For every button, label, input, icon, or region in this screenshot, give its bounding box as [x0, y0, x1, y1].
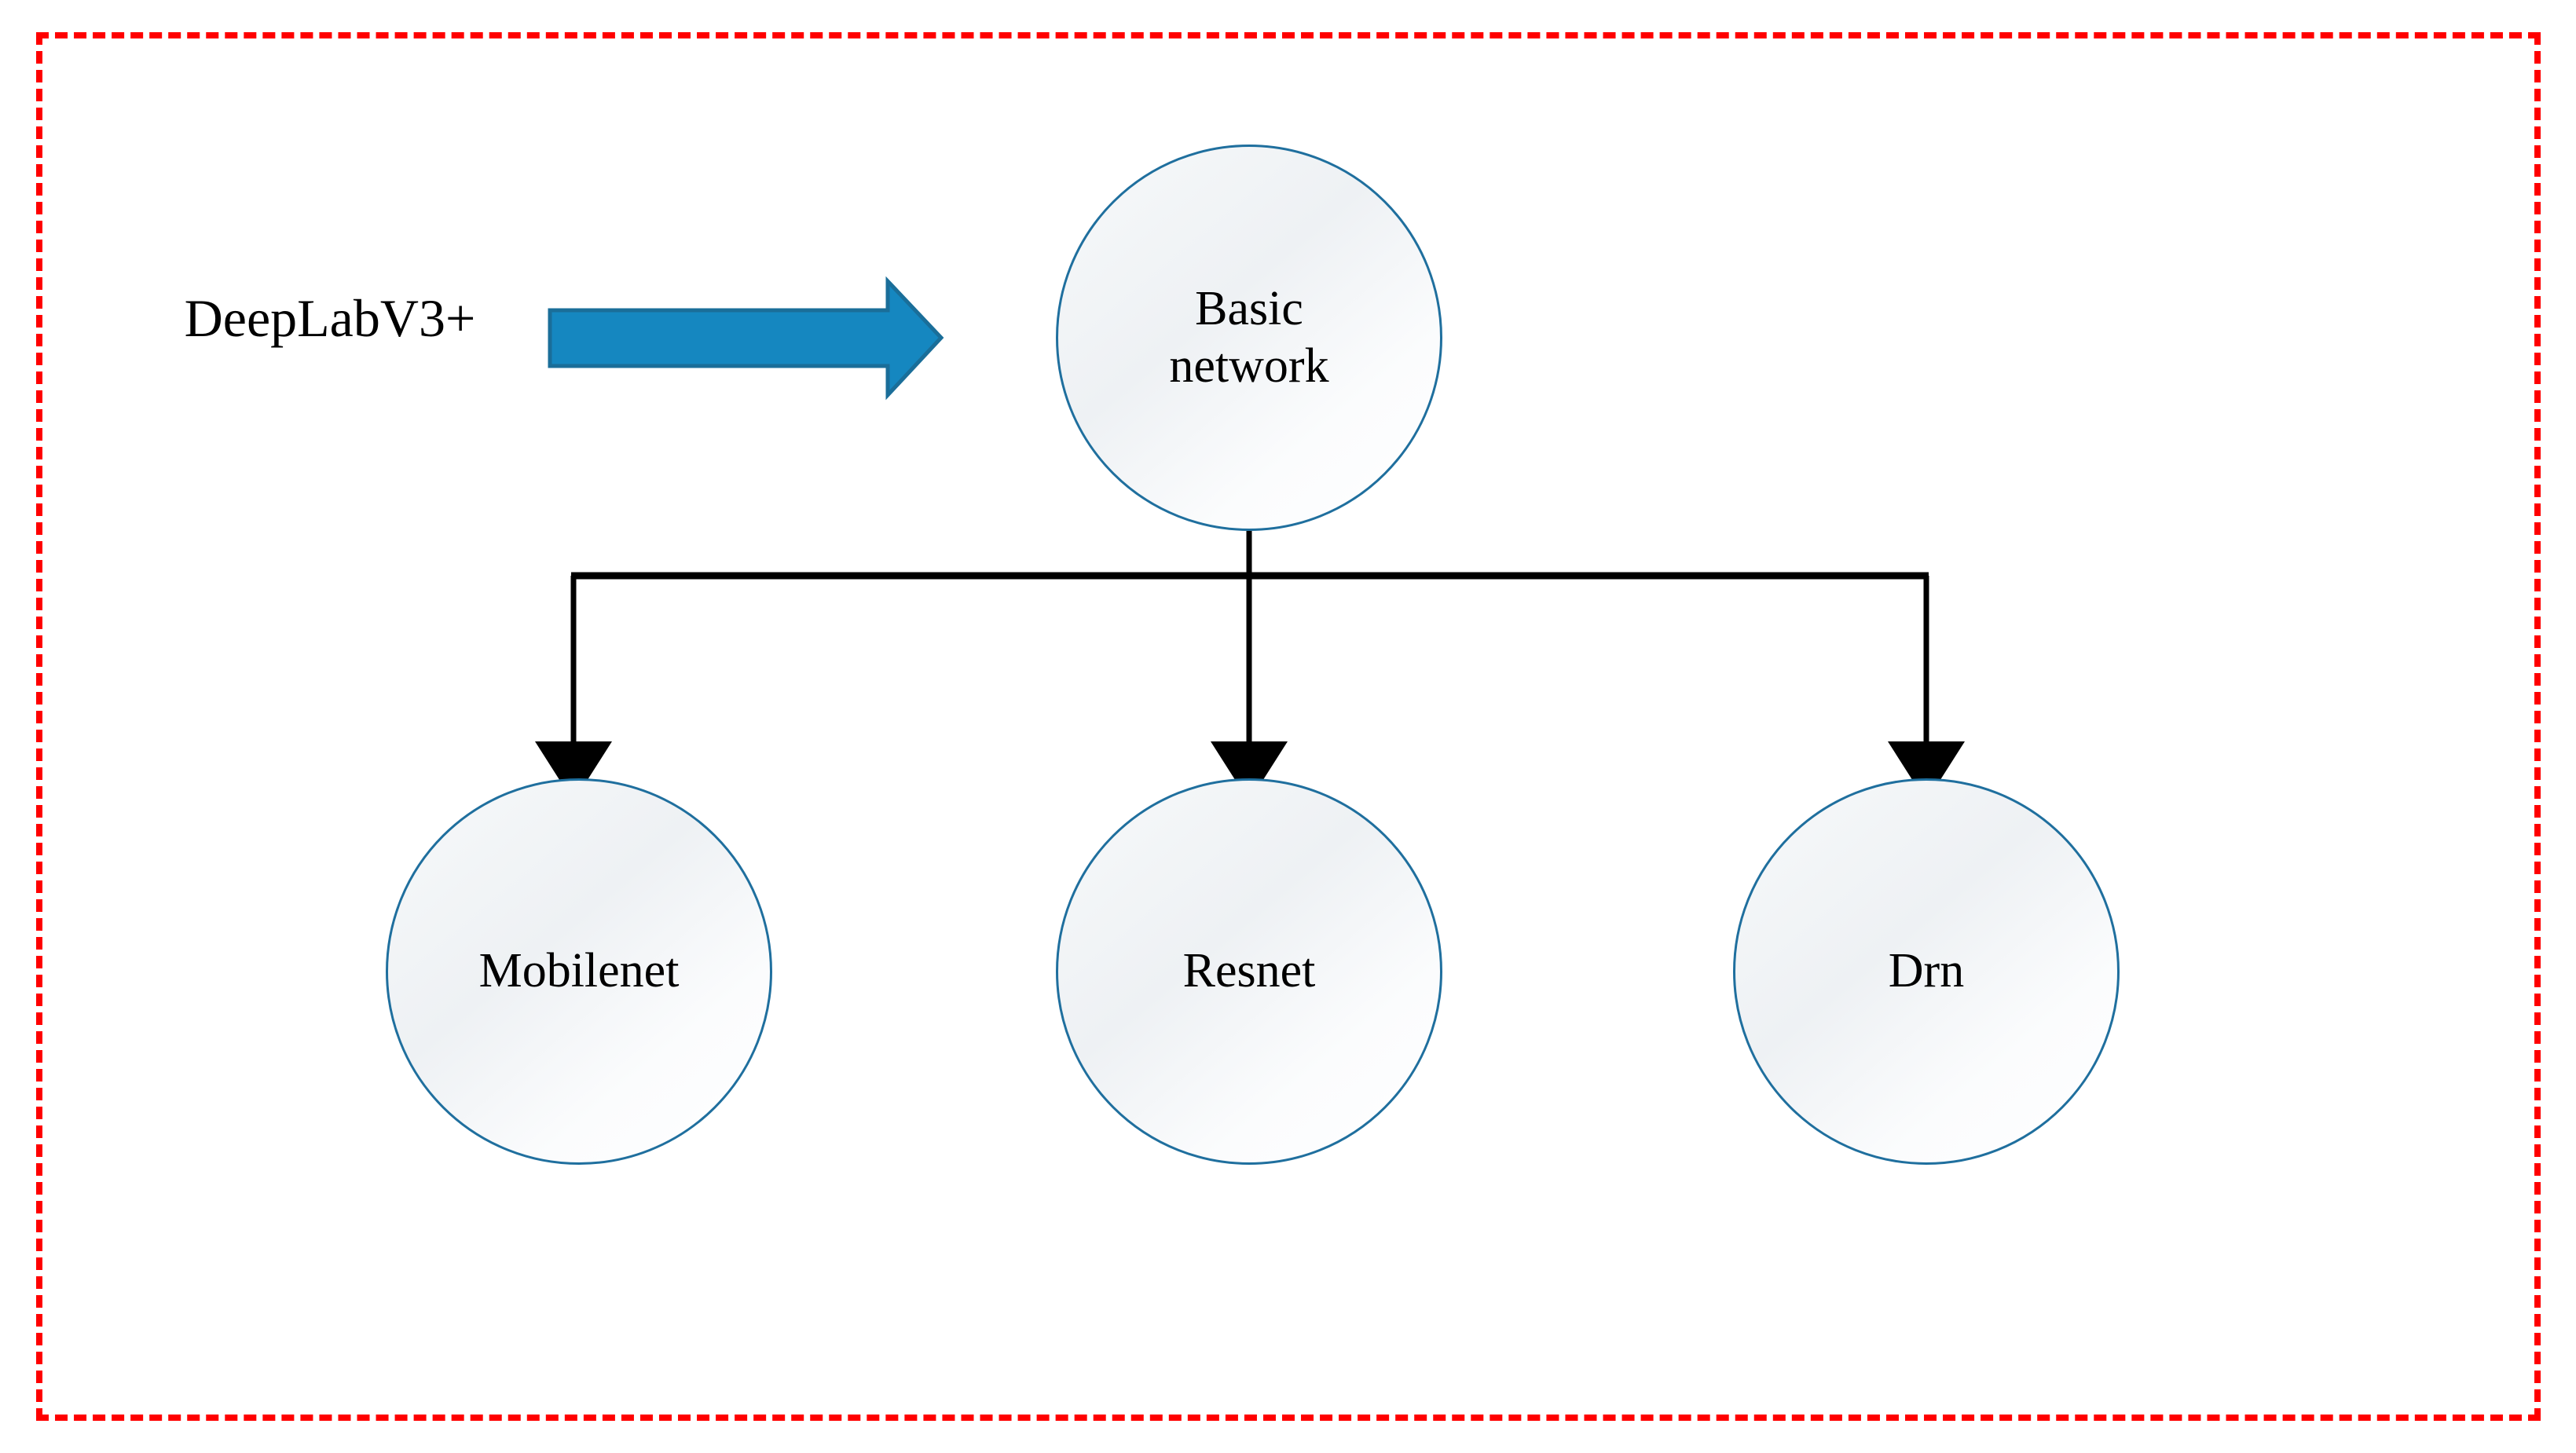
node-mobilenet-label: Mobilenet — [478, 944, 680, 998]
node-resnet[interactable]: Resnet — [1056, 778, 1442, 1165]
right-block-arrow-icon — [548, 276, 944, 401]
node-drn[interactable]: Drn — [1733, 778, 2120, 1165]
source-model-label: DeepLabV3+ — [184, 288, 476, 348]
node-drn-label: Drn — [1888, 944, 1965, 998]
node-basic-network-label: Basic network — [1169, 281, 1329, 393]
node-basic-network[interactable]: Basic network — [1056, 145, 1442, 531]
node-mobilenet[interactable]: Mobilenet — [386, 778, 772, 1165]
node-resnet-label: Resnet — [1182, 944, 1316, 998]
